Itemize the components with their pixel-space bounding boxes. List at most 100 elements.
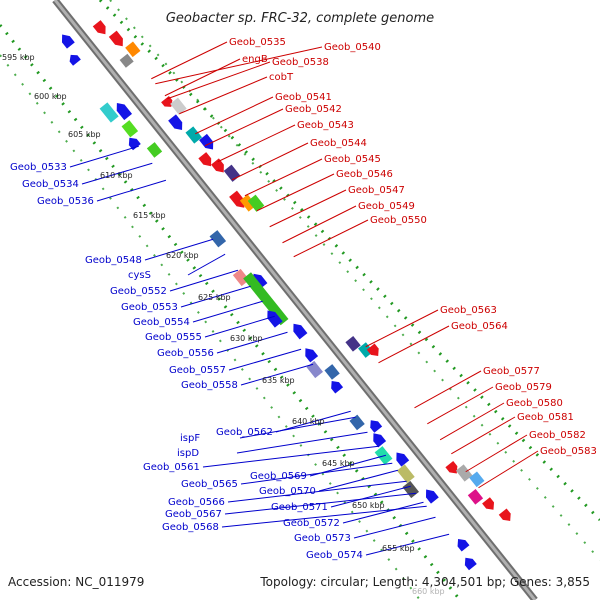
label-geob-0538[interactable]: Geob_0538 [272, 57, 329, 68]
label-geob-0583[interactable]: Geob_0583 [540, 446, 597, 457]
feature-reverse-1[interactable] [67, 52, 81, 66]
label-geob-0557[interactable]: Geob_0557 [169, 365, 226, 376]
feature-forward-5[interactable] [170, 97, 187, 115]
label-geob-0540[interactable]: Geob_0540 [324, 42, 381, 53]
label-geob-0555[interactable]: Geob_0555 [145, 332, 202, 343]
label-geob-0572[interactable]: Geob_0572 [283, 518, 340, 529]
tick-650: 650 kbp [352, 501, 385, 510]
feature-forward-7[interactable] [185, 126, 203, 144]
feature-forward-3[interactable] [119, 53, 134, 68]
label-geob-0543[interactable]: Geob_0543 [297, 120, 354, 131]
feature-reverse-19[interactable] [370, 430, 387, 448]
feature-reverse-6[interactable] [146, 142, 163, 158]
label-geob-0581[interactable]: Geob_0581 [517, 412, 574, 423]
label-geob-0546[interactable]: Geob_0546 [336, 169, 393, 180]
feature-reverse-25[interactable] [454, 536, 470, 552]
label-geob-0569[interactable]: Geob_0569 [250, 471, 307, 482]
feature-reverse-11[interactable] [264, 307, 283, 328]
feature-forward-21[interactable] [467, 488, 484, 505]
feature-forward-0[interactable] [92, 20, 110, 37]
feature-reverse-8[interactable] [232, 268, 250, 287]
label-geob-0574[interactable]: Geob_0574 [306, 550, 363, 561]
feature-forward-8[interactable] [199, 133, 217, 153]
label-geob-0549[interactable]: Geob_0549 [358, 201, 415, 212]
feature-reverse-24[interactable] [422, 486, 439, 504]
label-geob-0544[interactable]: Geob_0544 [310, 138, 367, 149]
label-geob-0556[interactable]: Geob_0556 [157, 348, 214, 359]
label-geob-0547[interactable]: Geob_0547 [348, 185, 405, 196]
feature-forward-14[interactable] [247, 194, 265, 212]
feature-reverse-7[interactable] [209, 230, 227, 248]
feature-forward-1[interactable] [108, 30, 127, 50]
label-geob-0562[interactable]: Geob_0562 [216, 427, 273, 438]
feature-reverse-23[interactable] [402, 480, 420, 499]
label-geob-0552[interactable]: Geob_0552 [110, 286, 167, 297]
label-geob-0548[interactable]: Geob_0548 [85, 255, 142, 266]
feature-reverse-10[interactable] [243, 272, 289, 326]
feature-reverse-14[interactable] [306, 360, 324, 379]
feature-reverse-3[interactable] [113, 100, 133, 121]
feature-forward-13[interactable] [239, 194, 257, 212]
label-geob-0571[interactable]: Geob_0571 [271, 502, 328, 513]
feature-reverse-22[interactable] [396, 464, 415, 484]
label-geob-0568[interactable]: Geob_0568 [162, 522, 219, 533]
feature-forward-16[interactable] [358, 342, 374, 358]
label-geob-0577[interactable]: Geob_0577 [483, 366, 540, 377]
label-cobt[interactable]: cobT [269, 72, 294, 83]
label-geob-0541[interactable]: Geob_0541 [275, 92, 332, 103]
tick-610: 610 kbp [100, 171, 133, 180]
label-geob-0533[interactable]: Geob_0533 [10, 162, 67, 173]
feature-reverse-17[interactable] [349, 414, 365, 431]
feature-forward-2[interactable] [125, 41, 141, 58]
feature-forward-23[interactable] [498, 508, 514, 524]
label-geob-0534[interactable]: Geob_0534 [22, 179, 79, 190]
label-geob-0553[interactable]: Geob_0553 [121, 302, 178, 313]
label-geob-0579[interactable]: Geob_0579 [495, 382, 552, 393]
feature-reverse-2[interactable] [99, 102, 119, 123]
feature-forward-4[interactable] [161, 95, 175, 110]
label-geob-0554[interactable]: Geob_0554 [133, 317, 190, 328]
label-geob-0550[interactable]: Geob_0550 [370, 215, 427, 226]
label-geob-0542[interactable]: Geob_0542 [285, 104, 342, 115]
label-cyss[interactable]: cysS [128, 270, 151, 281]
feature-forward-12[interactable] [229, 190, 248, 211]
label-geob-0567[interactable]: Geob_0567 [165, 509, 222, 520]
feature-forward-22[interactable] [482, 497, 497, 513]
label-geob-0563[interactable]: Geob_0563 [440, 305, 497, 316]
label-geob-0564[interactable]: Geob_0564 [451, 321, 508, 332]
feature-reverse-18[interactable] [367, 417, 383, 433]
feature-reverse-16[interactable] [328, 378, 344, 394]
feature-forward-9[interactable] [198, 152, 215, 169]
label-geob-0573[interactable]: Geob_0573 [294, 533, 351, 544]
feature-reverse-26[interactable] [461, 555, 477, 571]
feature-reverse-5[interactable] [125, 135, 141, 151]
label-geob-0536[interactable]: Geob_0536 [37, 196, 94, 207]
tick-630: 630 kbp [230, 334, 263, 343]
feature-forward-19[interactable] [455, 464, 473, 482]
label-geob-0582[interactable]: Geob_0582 [529, 430, 586, 441]
feature-reverse-21[interactable] [393, 449, 410, 467]
feature-forward-6[interactable] [168, 114, 186, 133]
feature-forward-15[interactable] [345, 335, 361, 352]
label-ispd[interactable]: ispD [177, 448, 199, 459]
feature-reverse-0[interactable] [58, 31, 75, 49]
label-geob-0570[interactable]: Geob_0570 [259, 486, 316, 497]
label-geob-0545[interactable]: Geob_0545 [324, 154, 381, 165]
label-geob-0561[interactable]: Geob_0561 [143, 462, 200, 473]
label-geob-0580[interactable]: Geob_0580 [506, 398, 563, 409]
feature-reverse-4[interactable] [121, 120, 139, 138]
feature-forward-17[interactable] [366, 343, 382, 359]
label-geob-0558[interactable]: Geob_0558 [181, 380, 238, 391]
feature-reverse-13[interactable] [302, 345, 319, 363]
feature-reverse-12[interactable] [290, 321, 308, 340]
feature-forward-18[interactable] [445, 460, 460, 477]
feature-reverse-15[interactable] [324, 364, 340, 380]
feature-forward-20[interactable] [469, 471, 485, 488]
label-ispf[interactable]: ispF [180, 433, 200, 444]
label-geob-0535[interactable]: Geob_0535 [229, 37, 286, 48]
leader-right-9 [244, 158, 323, 197]
label-geob-0566[interactable]: Geob_0566 [168, 497, 225, 508]
feature-forward-10[interactable] [211, 158, 228, 175]
label-engb[interactable]: engB [242, 54, 268, 65]
label-geob-0565[interactable]: Geob_0565 [181, 479, 238, 490]
